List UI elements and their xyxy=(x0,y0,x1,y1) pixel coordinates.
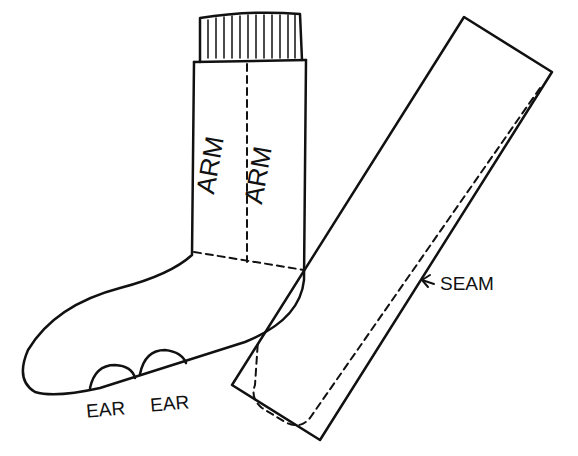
fabric-piece xyxy=(232,17,552,440)
part-label: EAR xyxy=(149,392,190,414)
seam-line xyxy=(254,88,540,425)
leader-arrow xyxy=(422,275,430,287)
sock-cuff xyxy=(200,13,302,62)
cuff-edge xyxy=(194,60,306,62)
callout-label: SEAM xyxy=(440,274,494,293)
ear-shape xyxy=(140,350,186,374)
part-label: EAR xyxy=(85,398,126,420)
part-label: ARM xyxy=(240,144,276,205)
cut-line xyxy=(194,252,304,270)
part-label: ARM xyxy=(192,134,228,195)
cuff-ribbing xyxy=(208,15,295,58)
ear-shape xyxy=(90,365,135,388)
sock-outline xyxy=(23,60,306,394)
